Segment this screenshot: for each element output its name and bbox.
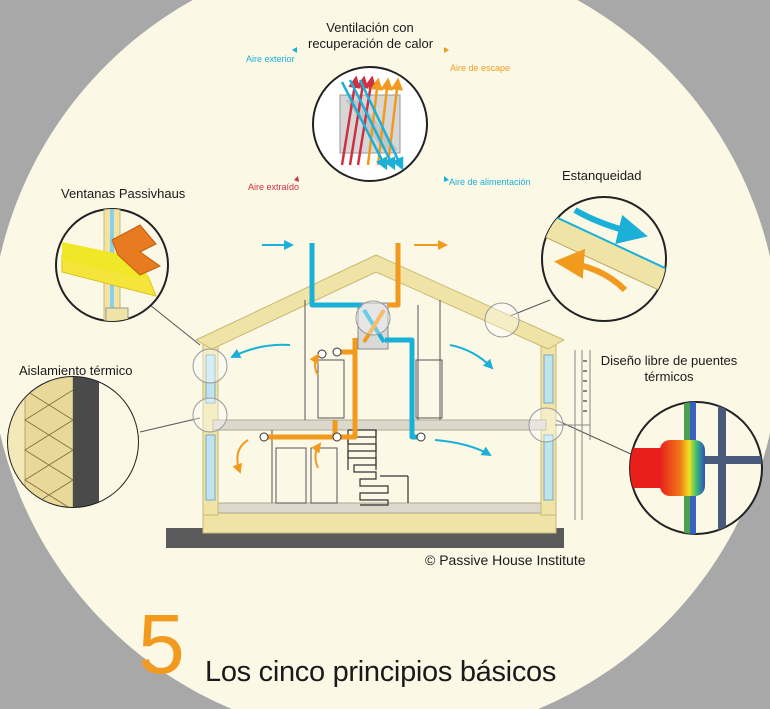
side-fence — [555, 350, 591, 520]
label-estanqueidad: Estanqueidad — [562, 168, 642, 183]
intermediate-floor — [212, 419, 547, 431]
page-title: Los cinco principios básicos — [205, 656, 557, 688]
fence-ticks — [583, 360, 587, 412]
label-aire-extraido: Aire extraído — [248, 182, 300, 192]
ventilation-heading-line2: recuperación de calor — [308, 36, 434, 51]
label-aire-escape: Aire de escape — [450, 63, 511, 73]
window-left-lower — [205, 434, 216, 501]
thermal-bridge-heading-line1: Diseño libre de puentes — [600, 353, 738, 368]
ventilation-heading: Ventilación con recuperación de calor — [308, 20, 434, 52]
detail-thermal-bridges — [629, 401, 763, 535]
ventilation-heading-line1: Ventilación con — [326, 20, 414, 35]
thermal-bridge-heading: Diseño libre de puentes térmicos — [592, 353, 746, 385]
air-flow-arrows — [230, 240, 494, 474]
window-right-upper — [543, 354, 554, 404]
label-aire-exterior: Aire exterior — [246, 54, 295, 64]
house-section — [166, 240, 591, 548]
detail-insulation — [7, 376, 139, 508]
stairs — [347, 429, 409, 506]
copyright: © Passive House Institute — [425, 552, 586, 568]
label-aire-alimentacion: Aire de alimentación — [449, 177, 531, 187]
detail-windows — [55, 208, 169, 322]
supply-duct — [309, 243, 420, 440]
foundation-slab — [202, 512, 557, 534]
thermal-bridge-heading-line2: térmicos — [644, 369, 694, 384]
window-right-lower — [543, 434, 554, 501]
air-valves — [259, 347, 426, 442]
window-left-upper — [205, 354, 216, 404]
label-aislamiento: Aislamiento térmico — [19, 363, 133, 378]
principle-count: 5 — [138, 597, 185, 691]
detail-markers — [192, 300, 564, 443]
detail-ventilation — [292, 47, 449, 182]
label-ventanas: Ventanas Passivhaus — [61, 186, 186, 201]
